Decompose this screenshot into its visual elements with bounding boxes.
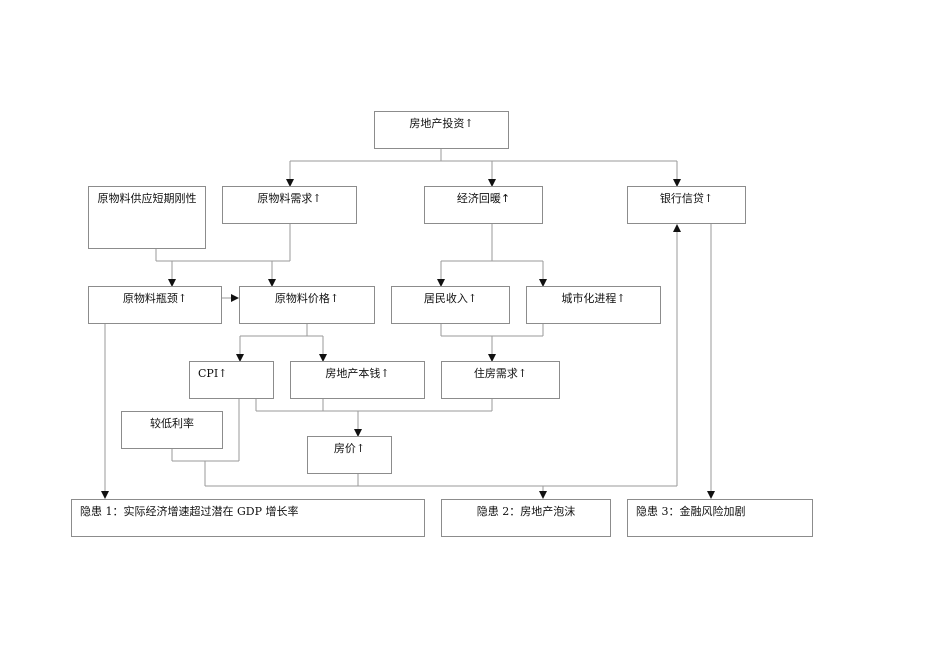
node-economy-recovery-arrow: ↑ [500, 192, 511, 205]
node-housing-demand: 住房需求↑ [441, 361, 560, 399]
node-economy-recovery-label: 经济回暖 [456, 192, 501, 205]
node-economy-recovery: 经济回暖↑ [424, 186, 543, 224]
node-bank-credit: 银行信贷↑ [627, 186, 746, 224]
node-low-interest-rate: 较低利率 [121, 411, 223, 449]
node-raw-supply-rigidity: 原物料供应短期刚性 [88, 186, 206, 249]
node-risk-2: 隐患 2：房地产泡沫 [441, 499, 611, 537]
node-house-price: 房价↑ [307, 436, 392, 474]
node-raw-material-bottleneck: 原物料瓶颈↑ [88, 286, 222, 324]
node-realestate-investment: 房地产投资↑ [374, 111, 509, 149]
node-raw-material-price: 原物料价格↑ [239, 286, 375, 324]
node-resident-income: 居民收入↑ [391, 286, 510, 324]
node-raw-material-demand: 原物料需求↑ [222, 186, 357, 224]
node-urbanization: 城市化进程↑ [526, 286, 661, 324]
node-cpi: CPI↑ [189, 361, 274, 399]
node-risk-3: 隐患 3：金融风险加剧 [627, 499, 813, 537]
node-risk-1: 隐患 1：实际经济增速超过潜在 GDP 增长率 [71, 499, 425, 537]
node-realestate-cost: 房地产本钱↑ [290, 361, 425, 399]
